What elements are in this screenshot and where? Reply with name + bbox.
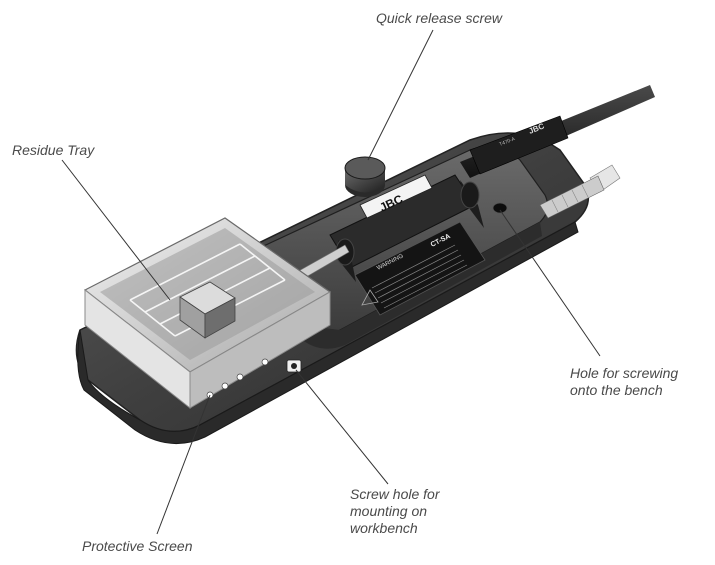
leader-residue-tray [61, 159, 171, 301]
leader-lines [61, 29, 601, 535]
callout-residue-tray-text: Residue Tray [12, 142, 95, 158]
callout-protective-screen-text: Protective Screen [82, 538, 193, 554]
mounting-screw-hole [286, 359, 302, 373]
leader-protective-screen [156, 394, 211, 535]
callout-residue-tray: Residue Tray [12, 142, 94, 159]
callout-protective-screen: Protective Screen [82, 538, 193, 555]
callout-quick-release-screw: Quick release screw [376, 10, 502, 27]
callout-screw-line-2: mounting on [350, 503, 428, 519]
callout-hole-line-2: onto the bench [570, 382, 663, 398]
quick-release-knob [344, 156, 386, 197]
leader-hole-bench [499, 209, 601, 357]
callout-quick-release-text: Quick release screw [376, 10, 503, 26]
residue-tray [83, 217, 332, 410]
brass-wool [539, 164, 621, 219]
callout-hole-for-screwing: Hole for screwing onto the bench [570, 365, 678, 399]
handle-code: T470-A [499, 136, 517, 148]
leader-quick-release [367, 29, 434, 161]
callout-screw-hole: Screw hole for mounting on workbench [350, 486, 439, 537]
warning-label: WARNING CT-SA [354, 221, 486, 316]
callout-screw-line-1: Screw hole for [350, 486, 440, 502]
callout-hole-line-1: Hole for screwing [570, 365, 679, 381]
callout-screw-line-3: workbench [350, 520, 418, 536]
leader-screw-hole [295, 369, 389, 485]
bench-hole [492, 202, 508, 214]
